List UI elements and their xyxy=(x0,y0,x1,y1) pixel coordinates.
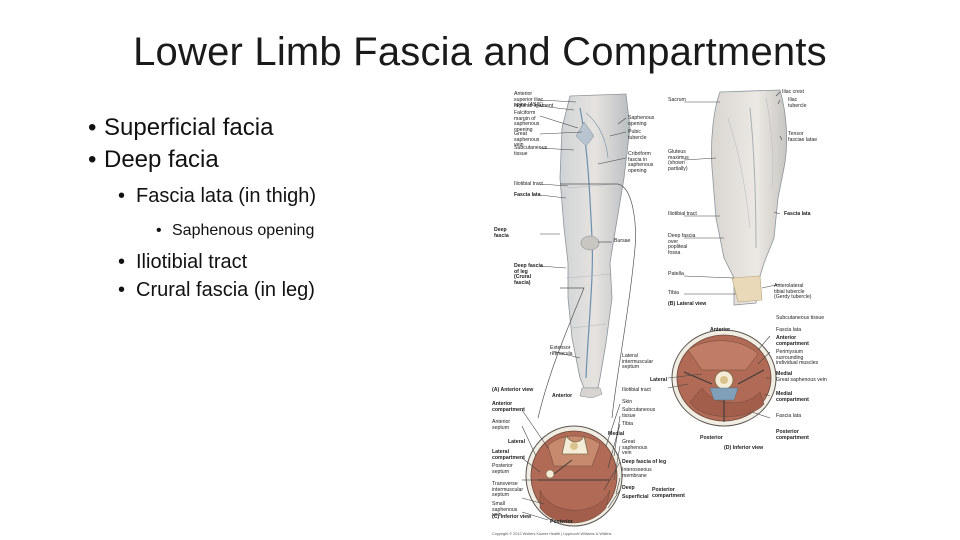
bullet-fascia-lata: Fascia lata (in thigh) xyxy=(88,182,488,210)
label-inferior-view-c: (C) Inferior view xyxy=(492,515,531,521)
slide-title: Lower Limb Fascia and Compartments xyxy=(0,30,960,75)
label-gluteus-maximus: Gluteus maximus (shown partially) xyxy=(668,150,698,172)
label-inguinal-ligament: Inguinal ligament xyxy=(514,104,553,110)
label-deep-fascia-of-leg-c: Deep fascia of leg xyxy=(622,460,666,466)
label-gsv-leg: Great saphenous vein xyxy=(622,440,646,457)
label-saphenous-opening: Saphenous opening xyxy=(628,116,658,127)
label-bursae: Bursae xyxy=(614,239,630,245)
label-sacrum: Sacrum xyxy=(668,98,686,104)
bullet-iliotibial-tract: Iliotibial tract xyxy=(88,248,488,276)
label-posterior-thigh: Posterior xyxy=(700,436,723,442)
label-anterior-thigh: Anterior xyxy=(710,328,730,334)
label-fascia-lata: Fascia lata xyxy=(514,193,541,199)
label-perimysium: Perimysium surrounding individual muscle… xyxy=(776,350,820,367)
bullet-superficial-fascia: Superficial facia xyxy=(88,112,488,144)
label-patella: Patella xyxy=(668,272,684,278)
label-medial-compartment: Medial compartment xyxy=(776,392,816,403)
label-anterior-view: (A) Anterior view xyxy=(492,388,533,394)
bullet-deep-fascia: Deep facia xyxy=(88,144,488,176)
label-lateral-view: (B) Lateral view xyxy=(668,302,706,308)
label-interosseous-membrane: Interosseous membrane xyxy=(622,468,650,479)
label-cribriform-fascia: Cribriform fascia in saphenous opening xyxy=(628,152,658,174)
anatomy-figure: Anterior superior iliac spine (ASIS) Ing… xyxy=(488,88,840,540)
bullet-crural-fascia: Crural fascia (in leg) xyxy=(88,276,488,304)
label-iliotibial-tract-lateral: Iliotibial tract xyxy=(668,212,697,218)
label-lateral-thigh: Lateral xyxy=(650,378,667,384)
label-deep: Deep xyxy=(622,486,635,492)
label-tibia: Tibia xyxy=(668,291,679,297)
label-iliotibial-tract: Iliotibial tract xyxy=(514,182,543,188)
thigh-cross-section xyxy=(672,330,776,426)
bullet-saphenous-opening: Saphenous opening xyxy=(88,220,488,242)
label-tibia-c: Tibia xyxy=(622,422,633,428)
label-anterior-leg: Anterior xyxy=(552,394,572,400)
lateral-leg-illustration xyxy=(711,90,786,305)
label-medial-leg: Medial xyxy=(608,432,624,438)
label-fascia-lata-lateral: Fascia lata xyxy=(784,212,811,218)
label-subcutaneous-tissue: Subcutaneous tissue xyxy=(514,146,542,157)
label-posterior-septum: Posterior septum xyxy=(492,464,520,475)
label-inferior-view-d: (D) Inferior view xyxy=(724,446,763,452)
label-lateral-septum: Lateral intermuscular septum xyxy=(622,354,652,371)
label-deep-fascia: Deep fascia xyxy=(494,228,512,239)
label-tensor-fasciae-latae: Tensor fasciae latae xyxy=(788,132,818,143)
label-pubic-tubercle: Pubic tubercle xyxy=(628,130,658,141)
label-superficial: Superficial xyxy=(622,495,649,501)
label-fascia-lata-d: Fascia lata xyxy=(776,328,801,334)
label-lateral-leg: Lateral xyxy=(508,440,525,446)
label-deep-fascia-of-leg: Deep fascia of leg (Crural fascia) xyxy=(514,264,546,286)
label-extensor-retinacula: Extensor retinacula xyxy=(550,346,576,357)
label-posterior-leg: Posterior xyxy=(550,520,573,526)
bullet-list: Superficial facia Deep facia Fascia lata… xyxy=(88,112,488,304)
label-posterior-compartment: Posterior compartment xyxy=(776,430,816,441)
label-iliotibial-tract-section: Iliotibial tract xyxy=(622,388,651,394)
label-skin: Skin xyxy=(622,400,632,406)
label-subcutaneous-tissue-c: Subcutaneous tissue xyxy=(622,408,648,419)
label-transverse-septum: Transverse intermuscular septum xyxy=(492,482,526,499)
copyright-line: Copyright © 2012 Wolters Kluwer Health |… xyxy=(492,532,611,538)
label-gerdy-tubercle: Anterolateral tibial tubercle (Gerdy tub… xyxy=(774,284,814,301)
label-deep-fascia-popliteal: Deep fascia over popliteal fossa xyxy=(668,234,698,256)
label-lateral-compartment: Lateral compartment xyxy=(492,450,522,461)
label-iliac-tubercle: Iliac tubercle xyxy=(788,98,810,109)
label-subcutaneous-tissue-d: Subcutaneous tissue xyxy=(776,316,824,322)
label-anterior-compartment-leg: Anterior compartment xyxy=(492,402,522,413)
label-anterior-septum: Anterior septum xyxy=(492,420,520,431)
label-anterior-compartment: Anterior compartment xyxy=(776,336,816,347)
label-posterior-compartment-leg: Posterior compartment xyxy=(652,488,686,499)
label-fascia-lata-d2: Fascia lata xyxy=(776,414,801,420)
label-gsv-thigh: Great saphenous vein xyxy=(776,378,827,384)
label-iliac-crest: Iliac crest xyxy=(782,90,804,96)
